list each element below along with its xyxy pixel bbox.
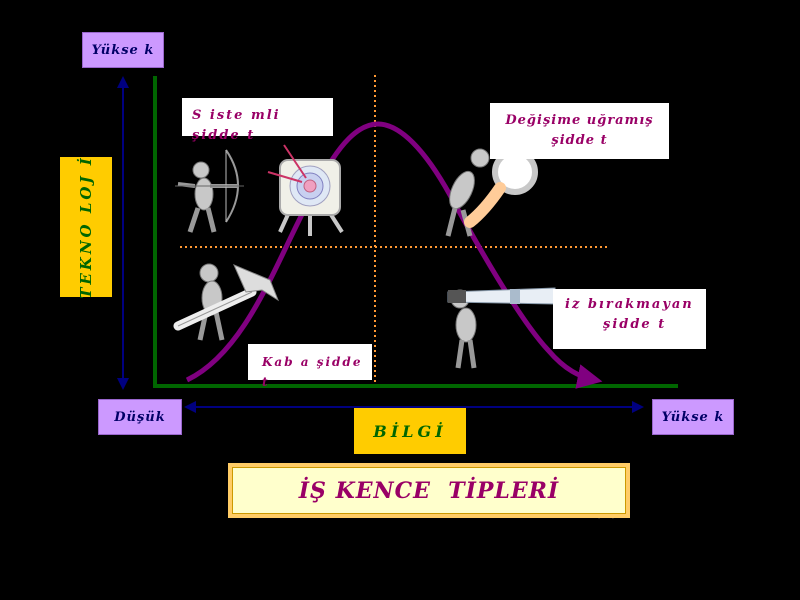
y-high-label: Yükse k [82, 32, 164, 68]
x-high-label: Yükse k [652, 399, 734, 435]
traceless-violence-label: iz bırakmayan şidde t [553, 289, 706, 349]
crude-violence-label: Kab a şidde t [248, 344, 372, 389]
technology-axis-label: TEKNO LOJ İ [60, 155, 112, 299]
changed-violence-line1: Değişime uğramış [505, 113, 654, 128]
systematic-violence-text: S iste mli şidde t [192, 108, 281, 143]
x-low-label: Düşük [98, 399, 182, 435]
page-title: İŞ KENCE TİPLERİ [298, 477, 560, 504]
title-banner: İŞ KENCE TİPLERİ [228, 463, 630, 518]
telescope-figure [447, 287, 556, 369]
systematic-violence-label: S iste mli şidde t [182, 98, 333, 143]
y-high-text: Yükse k [91, 42, 155, 58]
traceless-violence-line1: iz bırakmayan [565, 297, 694, 312]
knowledge-axis-text: BİLGİ [373, 421, 447, 441]
hammer-figure [173, 263, 280, 341]
target-board [267, 144, 344, 236]
x-low-text: Düşük [114, 409, 166, 425]
bell-curve [185, 121, 603, 389]
archer-figure [175, 149, 244, 233]
traceless-violence-line2: şidde t [603, 317, 667, 332]
title-banner-inner: İŞ KENCE TİPLERİ [232, 467, 626, 514]
changed-violence-line2: şidde t [551, 133, 608, 148]
magnifier-figure [445, 148, 538, 237]
x-high-text: Yükse k [661, 409, 725, 425]
knowledge-axis-label: BİLGİ [354, 408, 466, 454]
crude-violence-text: Kab a şidde t [262, 355, 363, 389]
technology-axis-text: TEKNO LOJ İ [77, 155, 95, 299]
changed-violence-label: Değişime uğramış şidde t [490, 103, 669, 159]
